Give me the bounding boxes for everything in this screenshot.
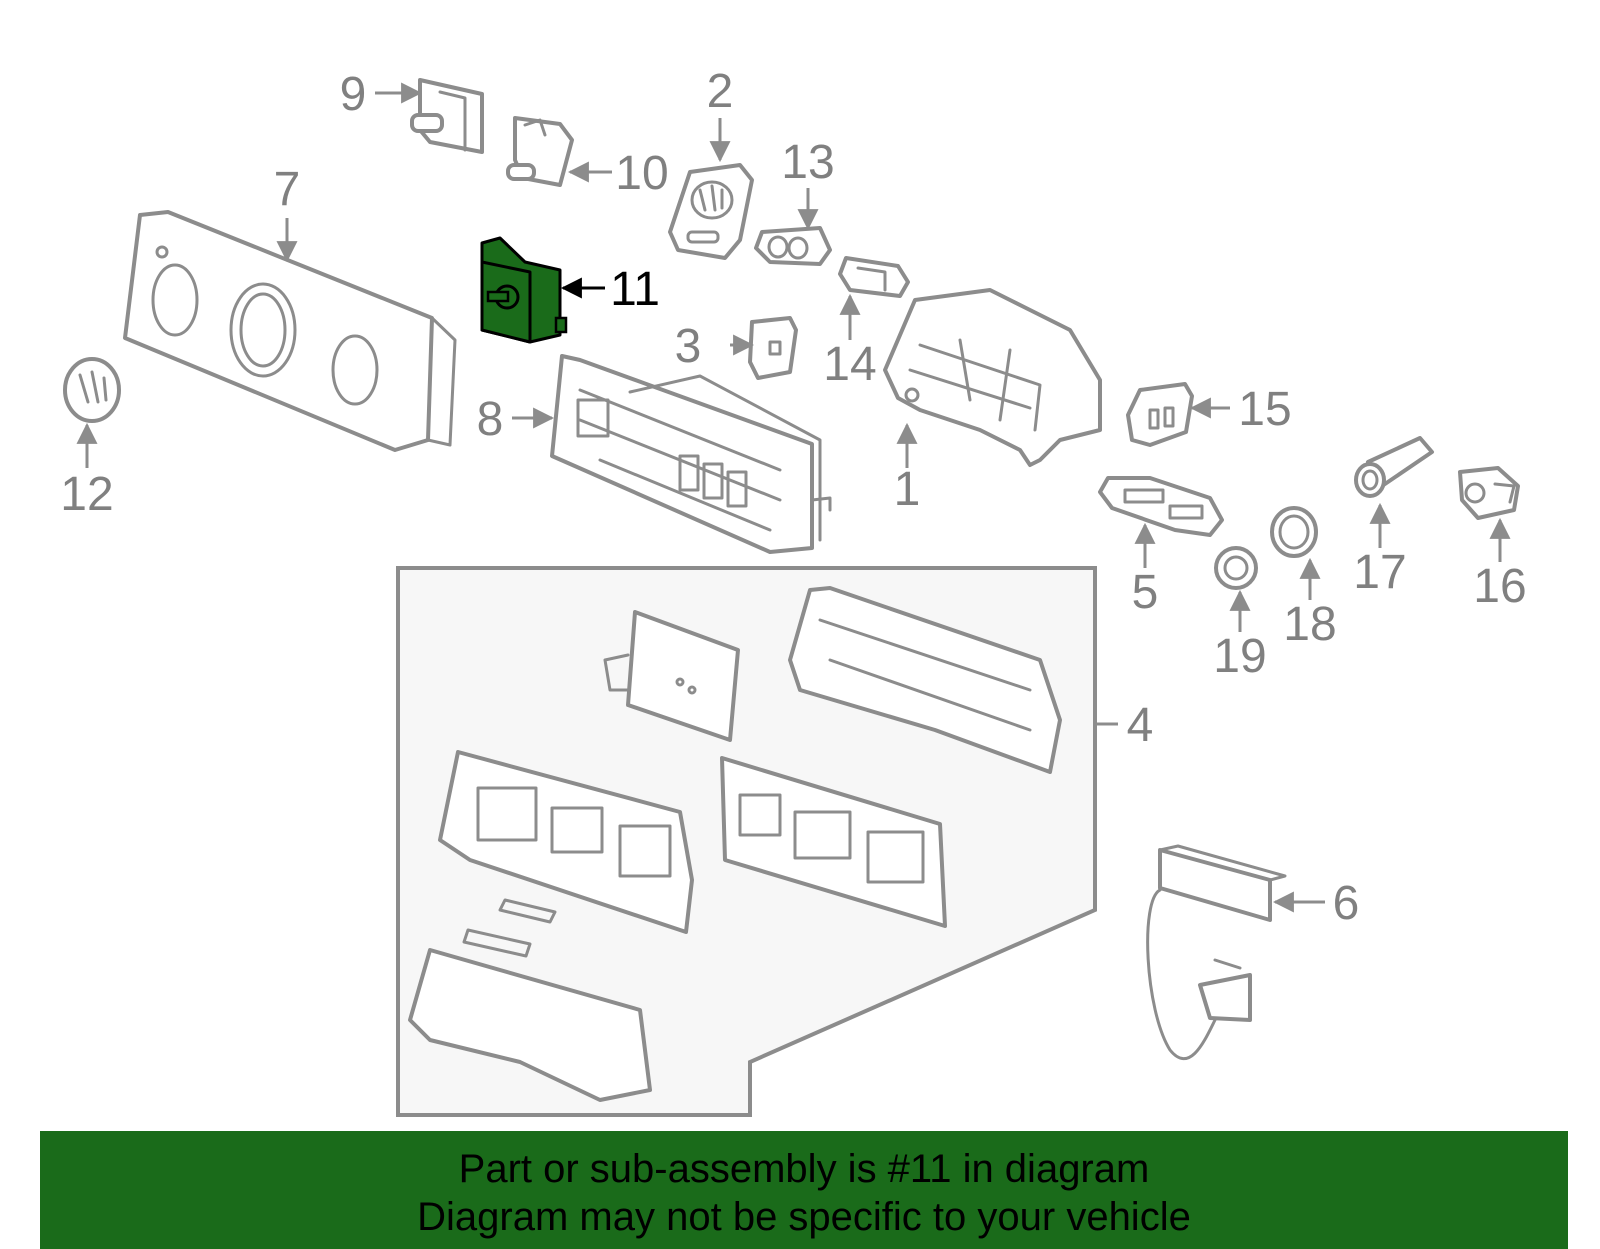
callout-1: 1 (894, 463, 921, 516)
callout-15: 15 (1238, 383, 1291, 436)
part-10-switch (506, 116, 574, 187)
callout-6: 6 (1333, 877, 1360, 930)
callout-7: 7 (274, 163, 301, 216)
callout-4: 4 (1127, 699, 1154, 752)
leader-lines (76, 82, 1511, 913)
banner-line-2: Diagram may not be specific to your vehi… (417, 1195, 1191, 1239)
part-6-sensor-harness (1146, 844, 1287, 1060)
part-12-knob (63, 357, 121, 423)
callout-11: 11 (610, 263, 660, 316)
callout-labels: 1 2 3 4 5 6 7 8 9 10 11 12 13 14 15 16 1… (60, 65, 1526, 930)
callout-19: 19 (1213, 630, 1266, 683)
callout-8: 8 (477, 393, 504, 446)
callout-17: 17 (1353, 546, 1406, 599)
part-2-switch (668, 163, 754, 260)
callout-12: 12 (60, 468, 113, 521)
part-13-switch (754, 226, 832, 266)
banner-line-1: Part or sub-assembly is #11 in diagram (458, 1147, 1150, 1191)
part-17-lighter (1354, 436, 1434, 498)
part-1-cluster-housing (883, 288, 1102, 467)
part-8-control-head (550, 354, 832, 554)
part-11-highlighted-module (480, 236, 568, 344)
callout-3: 3 (675, 320, 702, 373)
callout-10: 10 (615, 147, 668, 200)
callout-14: 14 (823, 338, 876, 391)
part-16-socket (1458, 466, 1520, 520)
part-9-switch (410, 78, 484, 154)
callout-16: 16 (1473, 560, 1526, 613)
part-5-bezel (1098, 476, 1224, 537)
part-3-switch (748, 316, 798, 380)
part-19-cap (1214, 546, 1258, 590)
callout-2: 2 (707, 65, 734, 118)
callout-13: 13 (781, 136, 834, 189)
part-7-control-bezel (123, 210, 457, 452)
callout-5: 5 (1132, 566, 1159, 619)
callout-18: 18 (1283, 598, 1336, 651)
callout-9: 9 (340, 68, 367, 121)
part-15-switch (1126, 382, 1194, 447)
part-14-switch (838, 256, 910, 298)
part-18-ring (1270, 506, 1318, 558)
assembly-4-contents (408, 586, 1062, 1102)
info-banner: Part or sub-assembly is #11 in diagram D… (40, 1131, 1568, 1249)
